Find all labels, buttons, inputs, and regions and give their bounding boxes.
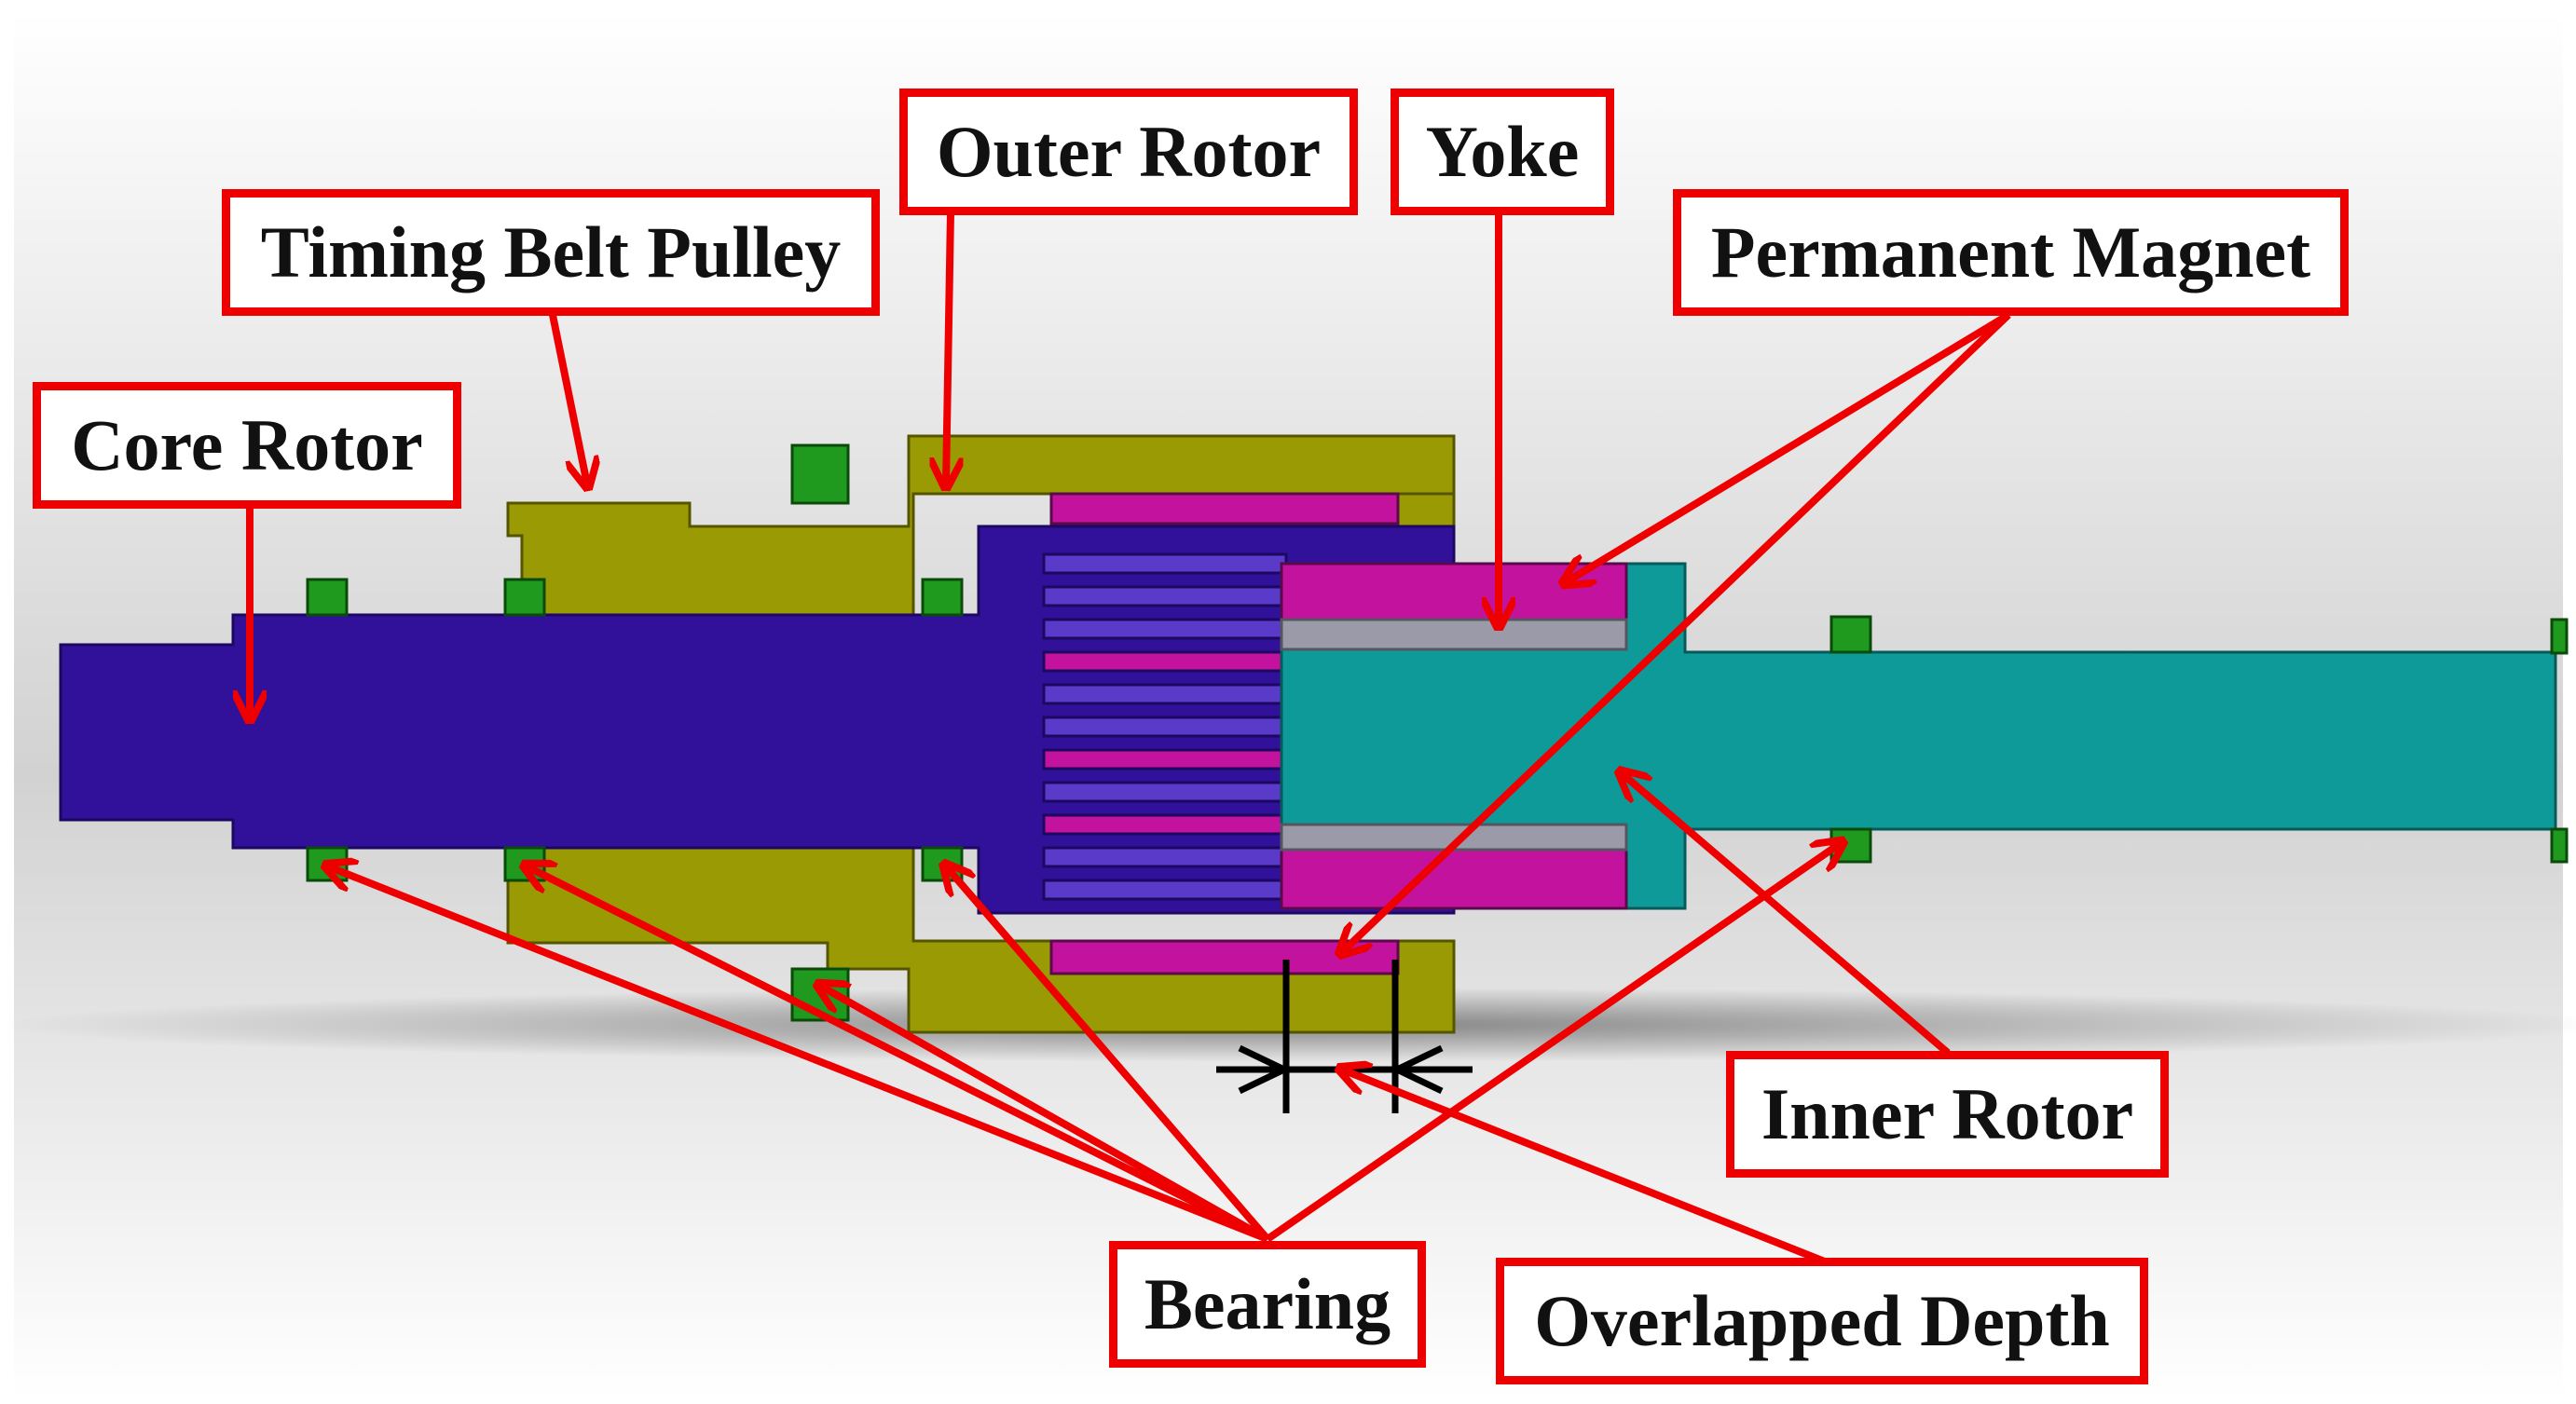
label-core-rotor-text: Core Rotor <box>71 404 423 485</box>
bearing-block <box>503 578 546 617</box>
label-overlapped-depth-text: Overlapped Depth <box>1534 1280 2110 1361</box>
bearing-block <box>2550 618 2569 655</box>
label-outer-rotor: Outer Rotor <box>899 89 1358 215</box>
arrow-bearing-5 <box>1265 843 1841 1243</box>
label-inner-rotor-text: Inner Rotor <box>1761 1073 2134 1154</box>
label-core-rotor: Core Rotor <box>33 382 461 509</box>
bearing-block <box>306 846 349 882</box>
bearing-block <box>1829 615 1872 654</box>
bearing-block <box>921 578 964 617</box>
label-inner-rotor: Inner Rotor <box>1726 1051 2169 1178</box>
arrow-inner-rotor <box>1622 773 1951 1056</box>
arrow-timing-belt-pulley <box>549 314 587 484</box>
arrow-bearing-3 <box>820 986 1269 1243</box>
arrow-bearing-2 <box>527 866 1269 1243</box>
label-timing-belt-pulley-text: Timing Belt Pulley <box>260 211 842 293</box>
label-bearing-text: Bearing <box>1144 1263 1391 1344</box>
arrow-overlapped-depth <box>1342 1070 1829 1266</box>
label-bearing: Bearing <box>1109 1241 1426 1368</box>
bearing-block <box>306 578 349 617</box>
arrow-permanent-magnet-upper <box>1566 311 2011 582</box>
core-rotor-part <box>59 525 1456 915</box>
label-timing-belt-pulley: Timing Belt Pulley <box>222 189 880 316</box>
label-permanent-magnet-text: Permanent Magnet <box>1710 211 2311 293</box>
label-permanent-magnet: Permanent Magnet <box>1673 189 2349 316</box>
arrow-bearing-1 <box>328 866 1269 1243</box>
label-outer-rotor-text: Outer Rotor <box>936 111 1322 192</box>
bearing-block <box>2550 827 2569 864</box>
arrow-permanent-magnet-lower <box>1342 312 2011 952</box>
bearing-block <box>790 443 850 505</box>
label-overlapped-depth: Overlapped Depth <box>1496 1258 2148 1384</box>
callout-arrows <box>250 211 2011 1266</box>
arrow-bearing-4 <box>946 866 1271 1242</box>
label-yoke-text: Yoke <box>1425 111 1580 192</box>
arrow-outer-rotor <box>946 211 951 484</box>
label-yoke: Yoke <box>1391 89 1614 215</box>
